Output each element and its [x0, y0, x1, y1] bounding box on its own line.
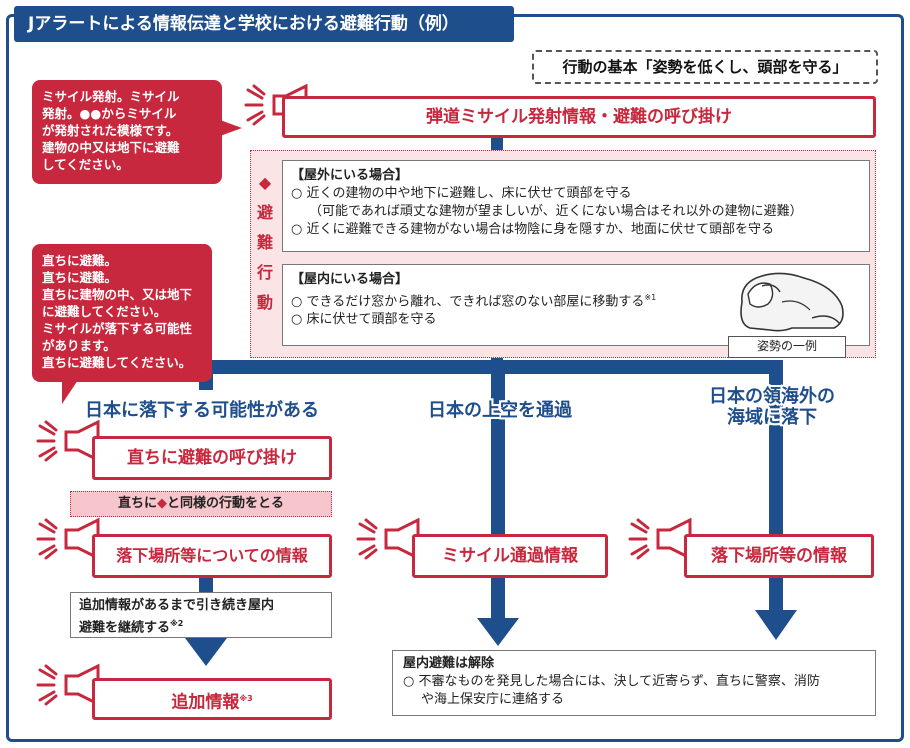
evacuation-release-box: 屋内避難は解除 ○ 不審なものを発見した場合には、決して近寄らず、直ちに警察、消…	[392, 650, 876, 716]
indoor-heading: 【屋内にいる場合】	[291, 272, 409, 287]
branch-japan-label: 日本に落下する可能性がある	[85, 400, 319, 421]
megaphone-icon	[356, 517, 420, 561]
outdoor-heading: 【屋外にいる場合】	[291, 168, 409, 183]
side-char: 行	[256, 263, 273, 282]
basic-action-box: 行動の基本「姿勢を低くし、頭部を守る」	[532, 50, 878, 84]
diamond-icon: ◆	[157, 496, 167, 511]
branch-overflight-label: 日本の上空を通過	[428, 400, 572, 421]
continue-note-line: 避難を継続する※2	[79, 615, 323, 637]
branch-offshore-line: 日本の領海外の	[709, 386, 835, 407]
bubble-line: 発射。●●からミサイル	[42, 106, 177, 121]
note-marker: ※1	[644, 293, 657, 302]
continue-note-line: 追加情報があるまで引き続き屋内	[79, 598, 275, 613]
outdoor-line: （可能であれば頑丈な建物が望ましいが、近くにない場合はそれ以外の建物に避難）	[309, 204, 803, 219]
release-line: ○ 不審なものを発見した場合には、決して近寄らず、直ちに警察、消防	[403, 674, 820, 689]
evacuation-action-label: ◆ 避 難 行 動	[256, 168, 274, 318]
posture-caption: 姿勢の一例	[728, 336, 846, 358]
same-action-suffix: と同様の行動をとる	[167, 496, 285, 511]
same-action-prefix: 直ちに	[117, 496, 157, 511]
additional-info-box: 追加情報※3	[92, 678, 332, 720]
continue-indoor-note: 追加情報があるまで引き続き屋内 避難を継続する※2	[70, 592, 332, 638]
outdoor-line: ○ 近くに避難できる建物がない場合は物陰に身を隠すか、地面に伏せて頭部を守る	[291, 222, 774, 237]
outdoor-box: 【屋外にいる場合】 ○ 近くの建物の中や地下に避難し、床に伏せて頭部を守る （可…	[282, 160, 870, 252]
side-char: 難	[256, 233, 273, 252]
immediate-evacuation-call: 直ちに避難の呼び掛け	[92, 436, 332, 480]
speech-bubble-immediate: 直ちに避難。 直ちに避難。 直ちに建物の中、又は地下 に避難してください。 ミサ…	[32, 244, 212, 404]
megaphone-icon	[628, 517, 692, 561]
bubble-line: ミサイルが落下する可能性	[42, 321, 193, 336]
bubble-line: に避難してください。	[42, 304, 167, 319]
diamond-icon: ◆	[258, 173, 272, 192]
note-marker: ※3	[239, 694, 253, 703]
speech-bubble-launch: ミサイル発射。ミサイル 発射。●●からミサイル が発射された模様です。 建物の中…	[32, 80, 242, 184]
branch-offshore-line: 海域に落下	[727, 407, 817, 428]
outdoor-line: ○ 近くの建物の中や地下に避難し、床に伏せて頭部を守る	[291, 186, 632, 201]
impact-info-left: 落下場所等についての情報	[92, 534, 332, 578]
bubble-line: してください。	[42, 157, 129, 172]
additional-info-label: 追加情報	[171, 692, 240, 713]
bubble-line: 直ちに避難。	[42, 270, 118, 285]
side-char: 動	[256, 293, 273, 312]
continue-note-text: 避難を継続する	[79, 620, 171, 636]
branch-offshore-label: 日本の領海外の 海域に落下	[680, 386, 864, 428]
side-char: 避	[256, 203, 273, 222]
same-action-note: 直ちに◆と同様の行動をとる	[70, 491, 332, 517]
bubble-line: 直ちに避難してください。	[42, 355, 192, 370]
release-heading: 屋内避難は解除	[403, 656, 495, 671]
bubble-line: があります。	[42, 338, 116, 353]
note-marker: ※2	[170, 619, 184, 628]
indoor-line-1: ○ できるだけ窓から離れ、できれば窓のない部屋に移動する※1	[291, 289, 861, 311]
bubble-line: 直ちに避難。	[42, 253, 118, 268]
main-alert-box: 弾道ミサイル発射情報・避難の呼び掛け	[282, 96, 876, 138]
bubble-line: 直ちに建物の中、又は地下	[42, 287, 193, 302]
bubble-line: 建物の中又は地下に避難	[42, 140, 180, 155]
diagram-title: Jアラートによる情報伝達と学校における避難行動（例）	[14, 6, 514, 42]
indoor-line-text: ○ できるだけ窓から離れ、できれば窓のない部屋に移動する	[291, 294, 645, 310]
missile-passage-info: ミサイル通過情報	[412, 534, 608, 578]
indoor-line-2: ○ 床に伏せて頭部を守る	[291, 312, 437, 328]
bubble-line: が発射された模様です。	[42, 123, 179, 138]
impact-info-right: 落下場所等の情報	[684, 534, 874, 578]
megaphone-icon	[36, 663, 100, 707]
bubble-line: ミサイル発射。ミサイル	[42, 89, 180, 104]
release-line: や海上保安庁に連絡する	[421, 692, 565, 707]
crouching-person-icon	[740, 272, 844, 332]
